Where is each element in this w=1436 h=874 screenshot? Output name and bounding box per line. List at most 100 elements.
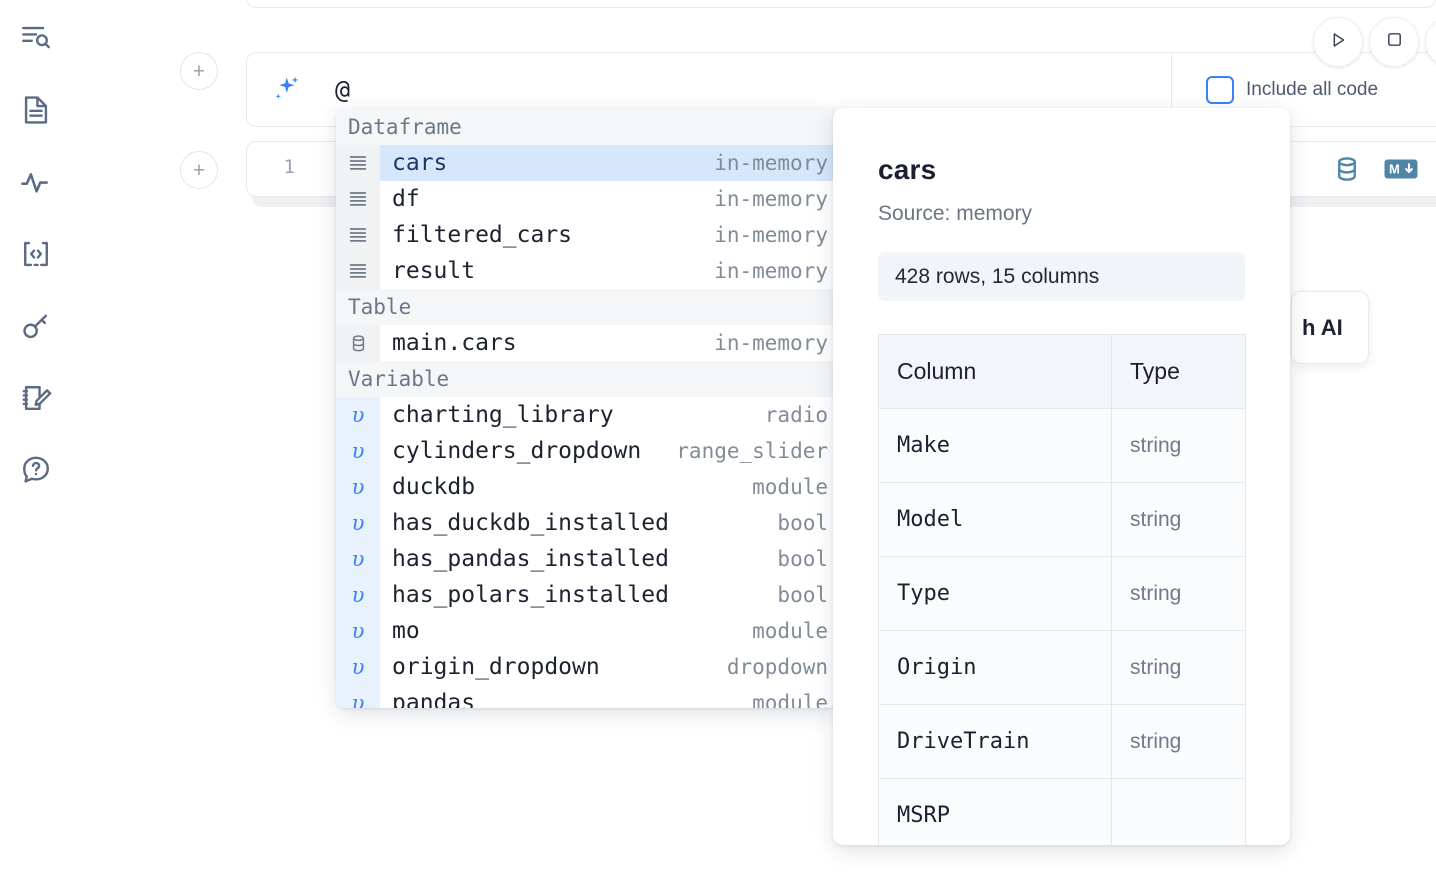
run-button[interactable] xyxy=(1313,17,1363,67)
completion-item-name: cylinders_dropdown xyxy=(392,438,641,464)
completion-item-cars[interactable]: carsin-memory xyxy=(336,145,836,181)
table-row: MSRP xyxy=(879,779,1246,846)
dataframe-icon xyxy=(336,217,380,253)
completion-list[interactable]: Dataframecarsin-memorydfin-memoryfiltere… xyxy=(336,109,836,708)
table-row: DriveTrainstring xyxy=(879,705,1246,779)
schema-column-type xyxy=(1112,779,1246,846)
document-icon xyxy=(19,93,53,127)
sidebar-item-explore[interactable] xyxy=(14,16,58,60)
completion-item-type: in-memory xyxy=(714,223,828,247)
completion-item-type: bool xyxy=(777,583,828,607)
completion-item-type: module xyxy=(752,691,828,708)
generate-with-ai-label: h AI xyxy=(1302,315,1343,341)
variable-icon: υ xyxy=(336,577,380,613)
stop-button[interactable] xyxy=(1369,17,1419,67)
completion-item-name: pandas xyxy=(392,690,475,708)
completion-item-name: origin_dropdown xyxy=(392,654,600,680)
sidebar-item-help[interactable] xyxy=(14,448,58,492)
table-row: Makestring xyxy=(879,409,1246,483)
line-number: 1 xyxy=(269,156,295,178)
svg-text:M: M xyxy=(1389,162,1400,177)
variable-icon: υ xyxy=(336,433,380,469)
completion-item-name: has_duckdb_installed xyxy=(392,510,669,536)
completion-item-has-pandas-installed[interactable]: υhas_pandas_installedbool xyxy=(336,541,836,577)
completion-item-type: in-memory xyxy=(714,331,828,355)
sidebar-item-snippets[interactable] xyxy=(14,232,58,276)
completion-item-origin-dropdown[interactable]: υ origin_dropdown dropdown xyxy=(336,649,836,685)
completion-item-name: charting_library xyxy=(392,402,614,428)
completion-item-df[interactable]: df in-memory xyxy=(336,181,836,217)
column-header-column: Column xyxy=(879,335,1112,409)
completion-item-has-duckdb-installed[interactable]: υhas_duckdb_installedbool xyxy=(336,505,836,541)
completion-item-type: in-memory xyxy=(714,187,828,211)
completion-item-has-polars-installed[interactable]: υ has_polars_installed bool xyxy=(336,577,836,613)
play-icon xyxy=(1327,29,1349,56)
preview-source: Source: memory xyxy=(878,202,1245,226)
schema-column-type: string xyxy=(1112,557,1246,631)
generate-with-ai-chip[interactable]: h AI xyxy=(1291,291,1369,364)
include-all-code-checkbox[interactable] xyxy=(1206,76,1234,104)
completion-item-name: has_polars_installed xyxy=(392,582,669,608)
table-row: Originstring xyxy=(879,631,1246,705)
completion-item-filtered-cars[interactable]: filtered_carsin-memory xyxy=(336,217,836,253)
scratchpad-icon xyxy=(19,381,53,415)
completion-item-type: dropdown xyxy=(727,655,828,679)
completion-dropdown[interactable]: Dataframecarsin-memorydfin-memoryfiltere… xyxy=(336,109,836,708)
help-icon xyxy=(19,453,53,487)
sidebar-item-notebook[interactable] xyxy=(14,88,58,132)
completion-item-name: duckdb xyxy=(392,474,475,500)
preview-schema-table: Column Type MakestringModelstringTypestr… xyxy=(878,334,1246,845)
completion-item-type: radio xyxy=(765,403,828,427)
completion-item-type: in-memory xyxy=(714,259,828,283)
ai-prompt-input[interactable]: @ xyxy=(335,75,350,104)
sidebar-item-scratchpad[interactable] xyxy=(14,376,58,420)
table-row: Typestring xyxy=(879,557,1246,631)
completion-item-name: has_pandas_installed xyxy=(392,546,669,572)
completion-group-header: Table xyxy=(336,289,836,325)
include-all-code-row[interactable]: Include all code xyxy=(1206,76,1378,104)
schema-column-type: string xyxy=(1112,409,1246,483)
database-icon[interactable] xyxy=(1332,154,1362,184)
schema-column-name: MSRP xyxy=(879,779,1112,846)
schema-column-type: string xyxy=(1112,705,1246,779)
completion-item-result[interactable]: resultin-memory xyxy=(336,253,836,289)
dataframe-icon xyxy=(336,253,380,289)
variable-icon: υ xyxy=(336,469,380,505)
key-icon xyxy=(19,309,53,343)
completion-item-duckdb[interactable]: υduckdb module xyxy=(336,469,836,505)
completion-item-cylinders-dropdown[interactable]: υ cylinders_dropdown range_slider xyxy=(336,433,836,469)
markdown-icon[interactable]: M xyxy=(1384,156,1418,182)
completion-item-name: cars xyxy=(392,150,447,176)
completion-item-type: module xyxy=(752,475,828,499)
add-cell-above-button[interactable]: + xyxy=(180,52,218,90)
completion-item-pandas[interactable]: υpandas module xyxy=(336,685,836,708)
schema-column-name: Make xyxy=(879,409,1112,483)
column-header-type: Type xyxy=(1112,335,1246,409)
add-cell-below-button[interactable]: + xyxy=(180,151,218,189)
completion-group-header: Dataframe xyxy=(336,109,836,145)
variable-icon: υ xyxy=(336,397,380,433)
preview-title: cars xyxy=(878,154,1245,186)
completion-item-charting-library[interactable]: υ charting_library radio xyxy=(336,397,836,433)
sidebar-item-activity[interactable] xyxy=(14,160,58,204)
variable-icon: υ xyxy=(336,505,380,541)
explore-icon xyxy=(19,21,53,55)
completion-item-mo[interactable]: υmo module xyxy=(336,613,836,649)
dataframe-icon xyxy=(336,181,380,217)
completion-item-name: df xyxy=(392,186,420,212)
schema-column-name: Type xyxy=(879,557,1112,631)
completion-item-type: bool xyxy=(777,547,828,571)
sidebar-item-secrets[interactable] xyxy=(14,304,58,348)
variable-icon: υ xyxy=(336,685,380,708)
variable-icon: υ xyxy=(336,613,380,649)
completion-item-type: range_slider xyxy=(676,439,828,463)
table-icon xyxy=(336,325,380,361)
completion-item-name: mo xyxy=(392,618,420,644)
variable-icon: υ xyxy=(336,649,380,685)
completion-item-type: module xyxy=(752,619,828,643)
dataframe-icon xyxy=(336,145,380,181)
left-sidebar xyxy=(0,0,72,874)
completion-item-main-cars[interactable]: main.carsin-memory xyxy=(336,325,836,361)
dataframe-preview-panel: cars Source: memory 428 rows, 15 columns… xyxy=(833,108,1290,845)
